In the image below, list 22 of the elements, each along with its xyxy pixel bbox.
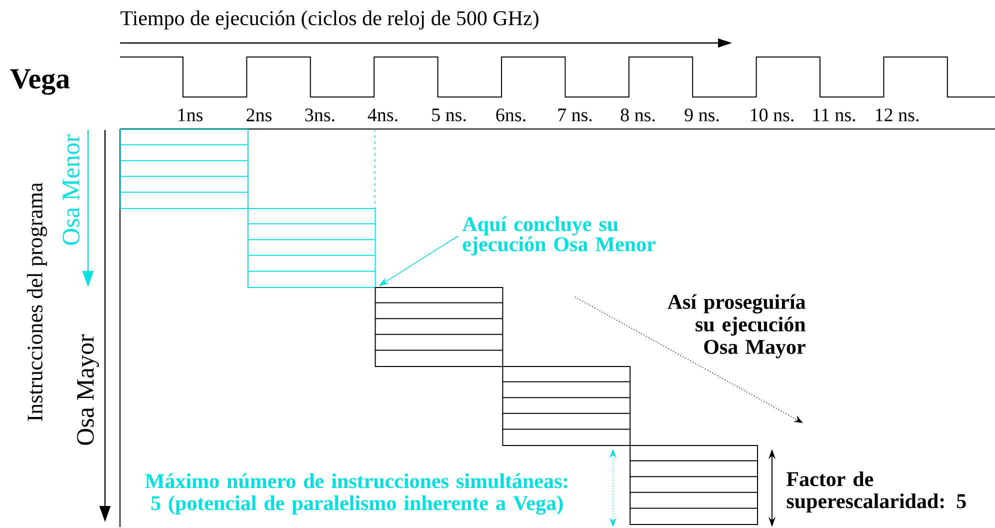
tick-label: 12 ns. bbox=[876, 108, 918, 122]
tick-label: 9 ns. bbox=[684, 108, 719, 122]
tick-label: 4ns. bbox=[368, 108, 398, 122]
instruction-block bbox=[246, 208, 376, 288]
tick-label: 8 ns. bbox=[620, 108, 655, 122]
instruction-block bbox=[502, 366, 631, 446]
tick-label: 7 ns. bbox=[558, 108, 592, 122]
tick-label: 6ns. bbox=[496, 108, 526, 122]
tick-label: 5 ns. bbox=[432, 108, 466, 122]
tick-label: 11 ns. bbox=[813, 108, 856, 122]
tick-label: 3ns. bbox=[305, 108, 334, 122]
instruction-block bbox=[629, 445, 758, 525]
callout-text: Aquí concluye su ejecución Osa Menor bbox=[462, 216, 656, 256]
instruction-block bbox=[374, 287, 504, 367]
instruction-block bbox=[120, 129, 248, 209]
processor-label: Osa Menor bbox=[62, 134, 80, 245]
axis-title: Instrucciones del programa bbox=[27, 182, 48, 421]
axis-title: Tiempo de ejecución (ciclos de reloj de 500 GHz) bbox=[120, 10, 538, 30]
tick-label: 10 ns. bbox=[750, 108, 794, 122]
annotation-text: Máximo número de instrucciones simultáneas: 5 (potencial de paralelismo inherente a Vega) bbox=[145, 473, 568, 515]
processor-label: Osa Mayor bbox=[77, 334, 99, 445]
tick-label: 2ns bbox=[246, 108, 272, 122]
